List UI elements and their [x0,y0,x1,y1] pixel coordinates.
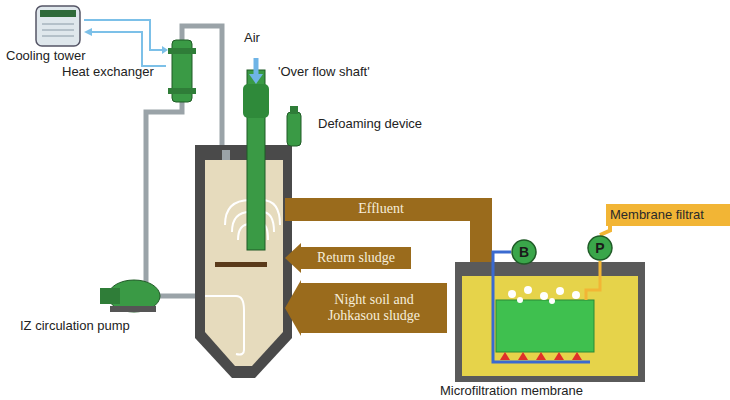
part-label: IZ circulation pump [20,318,130,333]
node-text: Membrane filtrat [610,208,704,223]
aeration-tank [195,145,292,378]
blower-circle: B [511,239,537,265]
defoaming-device [287,106,301,146]
node-text: P [595,240,604,256]
part-label: 'Over flow shaft' [278,64,370,79]
filtrate-pipe [600,226,610,235]
part-label: Air [244,30,260,45]
membrane-tank [455,252,645,382]
flow-band: Return sludge [301,247,411,269]
node-text: Return sludge [317,250,395,266]
overflow-shaft [243,58,269,250]
flow-band: Effluent [292,198,470,221]
part-label: Microfiltration membrane [440,383,583,398]
circulation-pump [100,280,160,312]
part-label: Defoaming device [318,116,422,131]
node-text: Night soil and Johkasou sludge [307,292,441,324]
node-text: Effluent [358,201,404,217]
part-label: Heat exchanger [62,64,154,79]
node-text: B [519,244,529,260]
cooling-tower [36,6,80,46]
flow-band: Night soil and Johkasou sludge [301,283,447,333]
pump-circle: P [587,235,613,261]
part-label: Cooling tower [6,48,86,63]
heat-exchanger [168,40,196,102]
filtrate-band: Membrane filtrat [606,204,730,226]
